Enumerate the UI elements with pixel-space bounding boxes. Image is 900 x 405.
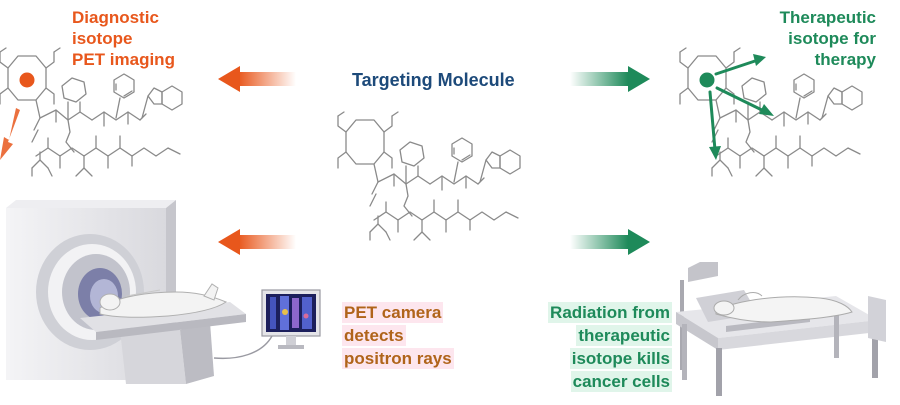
arrow-to-therapeutic [570, 66, 650, 92]
targeting-molecule-structure [337, 111, 521, 241]
arrow-to-diagnostic [218, 66, 296, 92]
therapeutic-label-line-3: therapy [814, 50, 876, 69]
radiation-label-line-3: isotope kills [569, 348, 672, 369]
diagnostic-label-line-2: isotope [72, 29, 133, 48]
therapeutic-isotope-label: Therapeutic isotope for therapy [780, 7, 876, 70]
pet-label-line-3: positron rays [342, 348, 454, 369]
therapeutic-molecule [679, 47, 863, 177]
diagnostic-isotope-icon [19, 72, 35, 88]
therapeutic-label-line-1: Therapeutic [779, 8, 876, 27]
therapeutic-label-line-2: isotope for [788, 29, 876, 48]
radiation-label: Radiation from therapeutic isotope kills… [548, 302, 672, 394]
diagnostic-molecule [0, 47, 183, 177]
hospital-bed-icon [676, 262, 886, 396]
radiation-label-line-1: Radiation from [548, 302, 672, 323]
diagnostic-isotope-label: Diagnostic isotope PET imaging [72, 7, 175, 70]
radiation-label-line-4: cancer cells [570, 371, 672, 392]
arrow-to-radiation [570, 229, 650, 255]
diagnostic-label-line-1: Diagnostic [72, 8, 159, 27]
pet-label-line-1: PET camera [342, 302, 444, 323]
diagnostic-label-line-3: PET imaging [72, 50, 175, 69]
targeting-molecule-label: Targeting Molecule [352, 70, 515, 90]
arrow-to-pet-scan [218, 229, 296, 255]
pet-scanner-icon [6, 200, 273, 384]
pet-camera-label: PET camera detects positron rays [342, 302, 454, 371]
radiation-label-line-2: therapeutic [576, 325, 672, 346]
pet-monitor-icon [261, 289, 321, 349]
pet-label-line-2: detects [342, 325, 406, 346]
therapeutic-isotope-icon [699, 72, 715, 88]
